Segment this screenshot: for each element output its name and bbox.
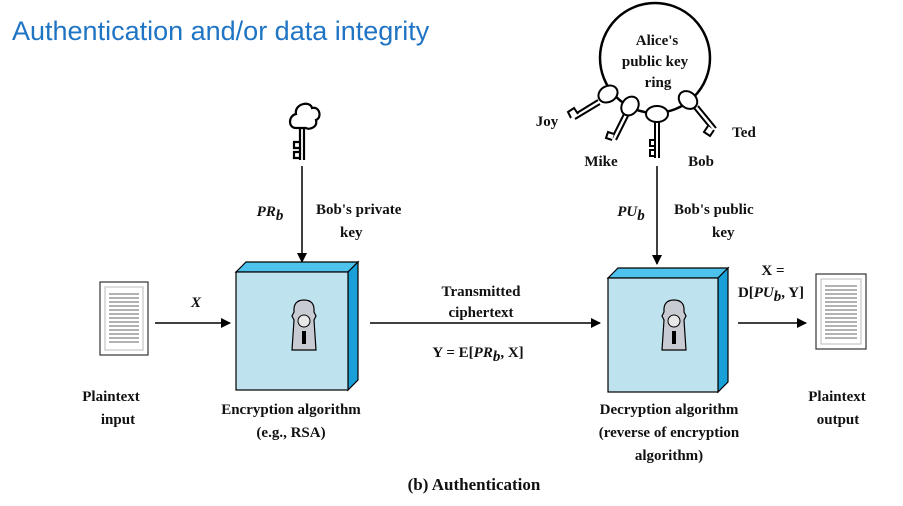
decryption-lock-icon <box>661 299 687 351</box>
decryption-label-line2: (reverse of encryption <box>599 425 740 441</box>
plaintext-input-document-icon <box>99 281 149 356</box>
input-x-label: X <box>190 295 202 311</box>
bob-key-icon <box>645 105 669 158</box>
plaintext-output-label-line1: Plaintext <box>808 389 866 405</box>
joy-key-label: Joy <box>536 114 559 130</box>
slide-title: Authentication and/or data integrity <box>12 16 430 46</box>
transmitted-label-line1: Transmitted <box>442 284 522 300</box>
plaintext-input-label-line2: input <box>101 412 135 428</box>
plaintext-output-document-icon <box>815 273 867 350</box>
public-key-label-line1: Bob's public <box>674 202 754 218</box>
plaintext-output-label-line2: output <box>817 412 860 428</box>
mike-key-label: Mike <box>584 154 618 170</box>
bob-key-label: Bob <box>688 154 714 170</box>
output-formula-line1: X = <box>761 263 784 279</box>
private-key-label-line1: Bob's private <box>316 202 402 218</box>
encryption-box <box>234 260 360 392</box>
encryption-lock-icon <box>291 299 317 351</box>
key-ring-label-line1: Alice's <box>636 33 679 49</box>
decryption-label-line1: Decryption algorithm <box>600 402 739 418</box>
key-ring-label-line2: public key <box>622 54 689 70</box>
ted-key-label: Ted <box>732 125 756 141</box>
public-key-label-line2: key <box>712 225 735 241</box>
encryption-label-line1: Encryption algorithm <box>221 402 361 418</box>
plaintext-input-label-line1: Plaintext <box>82 389 140 405</box>
transmitted-label-line2: ciphertext <box>449 305 514 321</box>
decryption-label-line3: algorithm) <box>635 448 703 464</box>
mike-key-icon <box>604 95 640 141</box>
ted-key-icon <box>677 90 717 138</box>
figure-caption: (b) Authentication <box>408 475 541 494</box>
encryption-label-line2: (e.g., RSA) <box>256 425 325 441</box>
joy-key-icon <box>566 84 619 120</box>
private-key-label-line2: key <box>340 225 363 241</box>
private-key-icon <box>288 102 321 160</box>
private-key-symbol: PRb <box>257 204 284 224</box>
public-key-symbol: PUb <box>617 204 645 224</box>
key-ring-label-line3: ring <box>645 75 672 91</box>
ciphertext-formula: Y = E[PRb, X] <box>432 345 523 365</box>
output-formula-line2: D[PUb, Y] <box>738 285 804 305</box>
